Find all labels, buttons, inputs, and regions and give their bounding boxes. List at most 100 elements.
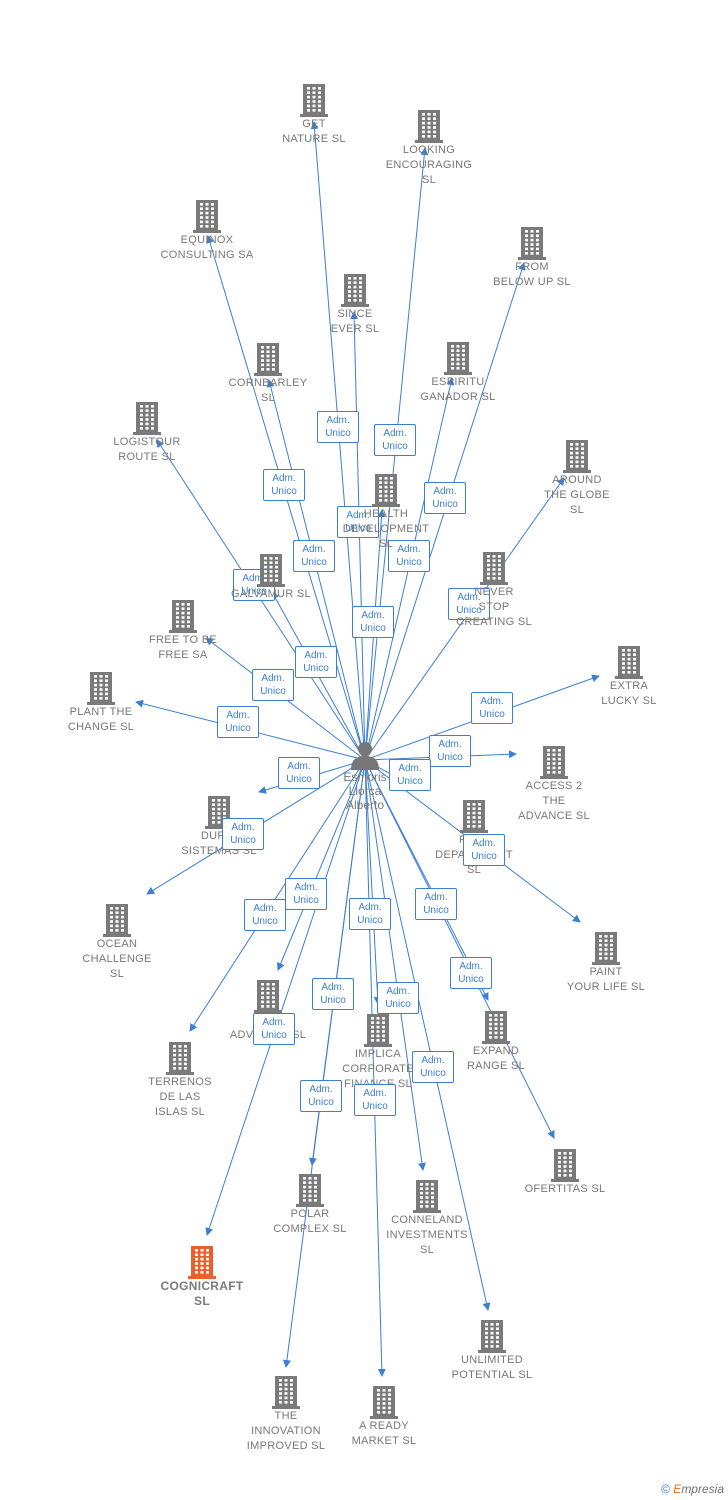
copyright-icon: ©	[661, 1482, 670, 1496]
building-icon	[272, 1376, 300, 1409]
company-node-looking-encouraging[interactable]: LOOKING ENCOURAGING SL	[374, 109, 484, 188]
company-name: EXTRA LUCKY SL	[601, 680, 657, 707]
role-badge[interactable]: Adm. Unico	[388, 540, 430, 572]
building-icon	[480, 552, 508, 585]
building-icon	[296, 1174, 324, 1207]
company-node-expand-range[interactable]: EXPAND RANGE SL	[441, 1010, 551, 1074]
company-node-conneland-investments[interactable]: CONNELAND INVESTMENTS SL	[372, 1179, 482, 1258]
company-node-cognicraft[interactable]: COGNICRAFT SL	[147, 1245, 257, 1309]
building-icon	[551, 1149, 579, 1182]
building-icon	[257, 554, 285, 587]
role-badge[interactable]: Adm. Unico	[349, 898, 391, 930]
building-icon	[364, 1014, 392, 1047]
role-badge[interactable]: Adm. Unico	[293, 540, 335, 572]
company-name: EXPAND RANGE SL	[466, 1045, 526, 1072]
role-badge[interactable]: Adm. Unico	[217, 706, 259, 738]
building-icon	[478, 1320, 506, 1353]
edge-cognicraft	[205, 759, 366, 1236]
company-name: HEALTH DEVELOPMENT SL	[342, 508, 430, 550]
building-icon	[370, 1386, 398, 1419]
company-name: CORNBARLEY SL	[228, 377, 308, 404]
edge-conneland-investments	[364, 759, 426, 1171]
person-icon	[351, 742, 379, 770]
role-badge[interactable]: Adm. Unico	[233, 569, 275, 601]
role-badge[interactable]: Adm. Unico	[377, 982, 419, 1014]
role-badge[interactable]: Adm. Unico	[300, 1080, 342, 1112]
role-badge[interactable]: Adm. Unico	[412, 1051, 454, 1083]
role-badge[interactable]: Adm. Unico	[285, 878, 327, 910]
company-node-cornbarley[interactable]: CORNBARLEY SL	[213, 342, 323, 406]
company-node-the-innovation-improved[interactable]: THE INNOVATION IMPROVED SL	[231, 1375, 341, 1454]
role-badge[interactable]: Adm. Unico	[448, 588, 490, 620]
company-name: CONNELAND INVESTMENTS SL	[386, 1214, 468, 1256]
company-name: UNLIMITED POTENTIAL SL	[451, 1354, 533, 1381]
role-badge[interactable]: Adm. Unico	[312, 978, 354, 1010]
company-node-ocean-challenge[interactable]: OCEAN CHALLENGE SL	[62, 903, 172, 982]
building-icon	[300, 84, 328, 117]
company-node-never-stop-creating[interactable]: NEVER STOP CREATING SL	[439, 551, 549, 630]
role-badge[interactable]: Adm. Unico	[253, 1013, 295, 1045]
role-badge[interactable]: Adm. Unico	[317, 411, 359, 443]
company-node-extra-lucky[interactable]: EXTRA LUCKY SL	[574, 645, 684, 709]
building-icon	[413, 1180, 441, 1213]
edge-the-innovation-improved	[282, 759, 366, 1368]
building-icon	[341, 274, 369, 307]
person-node[interactable]: Esmoris Llorca Alberto	[330, 740, 400, 812]
building-icon	[615, 646, 643, 679]
company-node-health-development[interactable]: HEALTH DEVELOPMENT SL	[331, 473, 441, 552]
role-badge[interactable]: Adm. Unico	[263, 469, 305, 501]
company-node-around-the-globe[interactable]: AROUND THE GLOBE SL	[522, 439, 632, 518]
role-badge[interactable]: Adm. Unico	[222, 818, 264, 850]
company-node-logistour-route[interactable]: LOGISTOUR ROUTE SL	[92, 401, 202, 465]
role-badge[interactable]: Adm. Unico	[354, 1084, 396, 1116]
role-badge[interactable]: Adm. Unico	[337, 506, 379, 538]
building-icon	[133, 402, 161, 435]
edge-terrenos-de-las-islas	[189, 759, 366, 1032]
role-badge[interactable]: Adm. Unico	[463, 834, 505, 866]
building-icon	[254, 980, 282, 1013]
company-node-espiritu-ganador[interactable]: ESPIRITU GANADOR SL	[403, 341, 513, 405]
role-badge[interactable]: Adm. Unico	[471, 692, 513, 724]
role-badge[interactable]: Adm. Unico	[374, 424, 416, 456]
company-name: GET NATURE SL	[282, 118, 346, 145]
building-icon	[563, 440, 591, 473]
edge-gem-advisory	[276, 759, 366, 971]
company-node-from-below-up[interactable]: FROM BELOW UP SL	[477, 226, 587, 290]
role-badge[interactable]: Adm. Unico	[352, 606, 394, 638]
role-badge[interactable]: Adm. Unico	[415, 888, 457, 920]
company-name: AROUND THE GLOBE SL	[544, 474, 610, 516]
edge-implica-corporate	[364, 759, 382, 1005]
company-name: A READY MARKET SL	[351, 1420, 417, 1447]
company-node-equinox-consulting[interactable]: EQUINOX CONSULTING SA	[152, 199, 262, 263]
role-badge[interactable]: Adm. Unico	[424, 482, 466, 514]
company-name: ACCESS 2 THE ADVANCE SL	[518, 780, 590, 822]
building-icon	[518, 227, 546, 260]
building-icon	[188, 1246, 216, 1279]
company-node-terrenos-de-las-islas[interactable]: TERRENOS DE LAS ISLAS SL	[125, 1041, 235, 1120]
company-node-access-2-the-advance[interactable]: ACCESS 2 THE ADVANCE SL	[499, 745, 609, 824]
role-badge[interactable]: Adm. Unico	[244, 899, 286, 931]
role-badge[interactable]: Adm. Unico	[389, 759, 431, 791]
company-node-paint-your-life[interactable]: PAINT YOUR LIFE SL	[551, 931, 661, 995]
role-badge[interactable]: Adm. Unico	[450, 957, 492, 989]
company-node-galvamur[interactable]: GALVAMUR SL	[216, 553, 326, 602]
role-badge[interactable]: Adm. Unico	[252, 669, 294, 701]
company-node-since-ever[interactable]: SINCE EVER SL	[300, 273, 410, 337]
company-name: LOGISTOUR ROUTE SL	[113, 436, 181, 463]
company-name: OCEAN CHALLENGE SL	[82, 938, 152, 980]
role-badge[interactable]: Adm. Unico	[278, 757, 320, 789]
company-node-a-ready-market[interactable]: A READY MARKET SL	[329, 1385, 439, 1449]
company-node-free-to-be-free[interactable]: FREE TO BE FREE SA	[128, 599, 238, 663]
company-name: POLAR COMPLEX SL	[273, 1208, 347, 1235]
company-node-get-nature[interactable]: GET NATURE SL	[259, 83, 369, 147]
role-badge[interactable]: Adm. Unico	[295, 646, 337, 678]
company-name: THE INNOVATION IMPROVED SL	[246, 1410, 326, 1452]
company-node-plant-the-change[interactable]: PLANT THE CHANGE SL	[46, 671, 156, 735]
company-node-unlimited-potential[interactable]: UNLIMITED POTENTIAL SL	[437, 1319, 547, 1383]
role-badge[interactable]: Adm. Unico	[429, 735, 471, 767]
company-node-polar-complex[interactable]: POLAR COMPLEX SL	[255, 1173, 365, 1237]
company-name: PLANT THE CHANGE SL	[67, 706, 135, 733]
company-node-ofertitas[interactable]: OFERTITAS SL	[510, 1148, 620, 1197]
company-name: NEVER STOP CREATING SL	[456, 586, 532, 628]
